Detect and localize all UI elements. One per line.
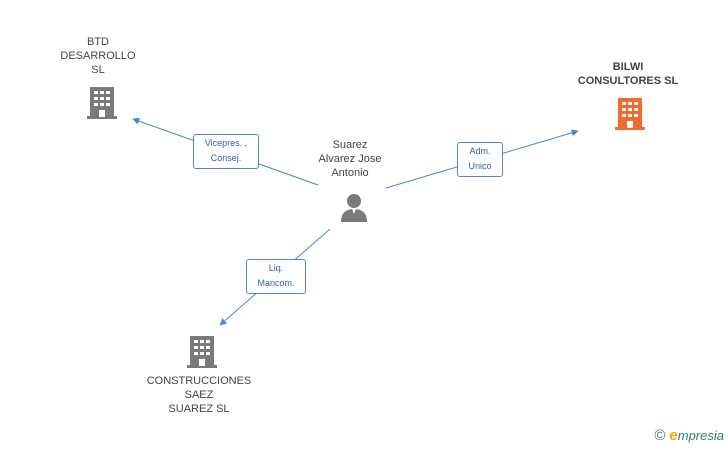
- node-label-person[interactable]: Suarez Alvarez Jose Antonio: [318, 139, 382, 179]
- node-label-bilwi[interactable]: BILWI CONSULTORES SL: [577, 61, 679, 87]
- building-icon[interactable]: [86, 85, 118, 119]
- node-label-construcciones[interactable]: CONSTRUCCIONES SAEZ SUAREZ SL: [146, 375, 252, 415]
- brand-name: mpresia: [677, 428, 724, 443]
- node-label-btd[interactable]: BTD DESARROLLO SL: [60, 36, 136, 76]
- brand-initial: e: [669, 427, 678, 444]
- building-icon[interactable]: [186, 334, 218, 368]
- brand-footer: © e mpresia: [654, 427, 724, 444]
- edge-label-construcciones[interactable]: Liq. Mancom.: [246, 259, 306, 294]
- edge-label-bilwi[interactable]: Adm. Unico: [457, 142, 503, 177]
- person-icon[interactable]: [339, 192, 369, 222]
- edge-label-btd[interactable]: Vicepres. , Consej.: [193, 134, 259, 169]
- building-icon[interactable]: [614, 96, 646, 130]
- copyright-icon: ©: [654, 427, 666, 444]
